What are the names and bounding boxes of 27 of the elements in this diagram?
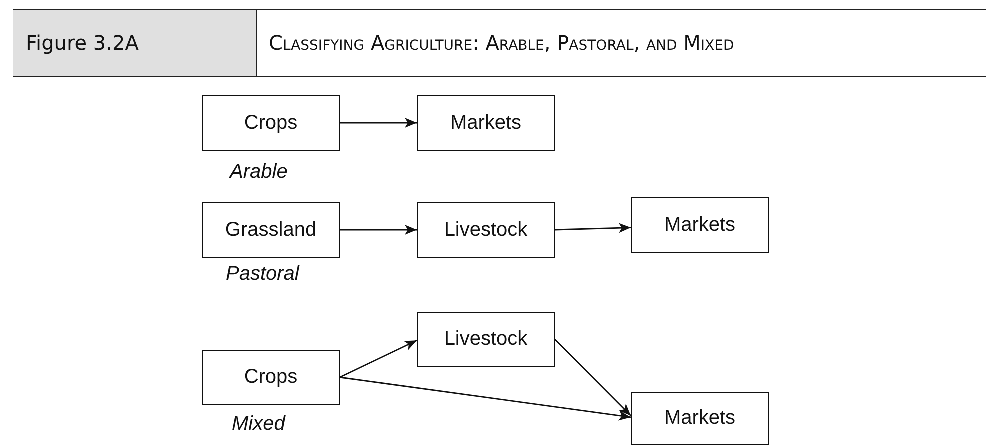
box-label: Markets — [664, 407, 736, 430]
box-label: Livestock — [444, 328, 528, 351]
box-label: Markets — [664, 214, 736, 236]
figure-number: Figure 3.2A — [26, 31, 139, 55]
box-label: Crops — [244, 366, 298, 389]
process-box — [417, 95, 555, 151]
arrow — [340, 225, 417, 235]
category-label: Mixed — [232, 413, 286, 436]
arrow — [340, 376, 632, 421]
box-label: Grassland — [225, 218, 317, 242]
process-box — [202, 95, 340, 151]
process-box — [631, 392, 769, 445]
figure-title: Classifying Agriculture: Arable, Pastoral, and Mixed — [269, 31, 734, 55]
box-label: Crops — [244, 112, 298, 134]
process-box — [417, 312, 555, 367]
arrow — [340, 340, 418, 378]
arrow — [554, 339, 632, 416]
box-label: Markets — [450, 112, 522, 134]
box-label: Livestock — [444, 218, 528, 242]
arrow — [554, 223, 632, 234]
category-label: Arable — [230, 161, 288, 184]
process-box — [202, 202, 340, 258]
process-box — [202, 350, 340, 405]
category-label: Pastoral — [226, 263, 300, 286]
process-box — [631, 197, 769, 253]
arrow — [340, 118, 417, 128]
process-box — [417, 202, 555, 258]
